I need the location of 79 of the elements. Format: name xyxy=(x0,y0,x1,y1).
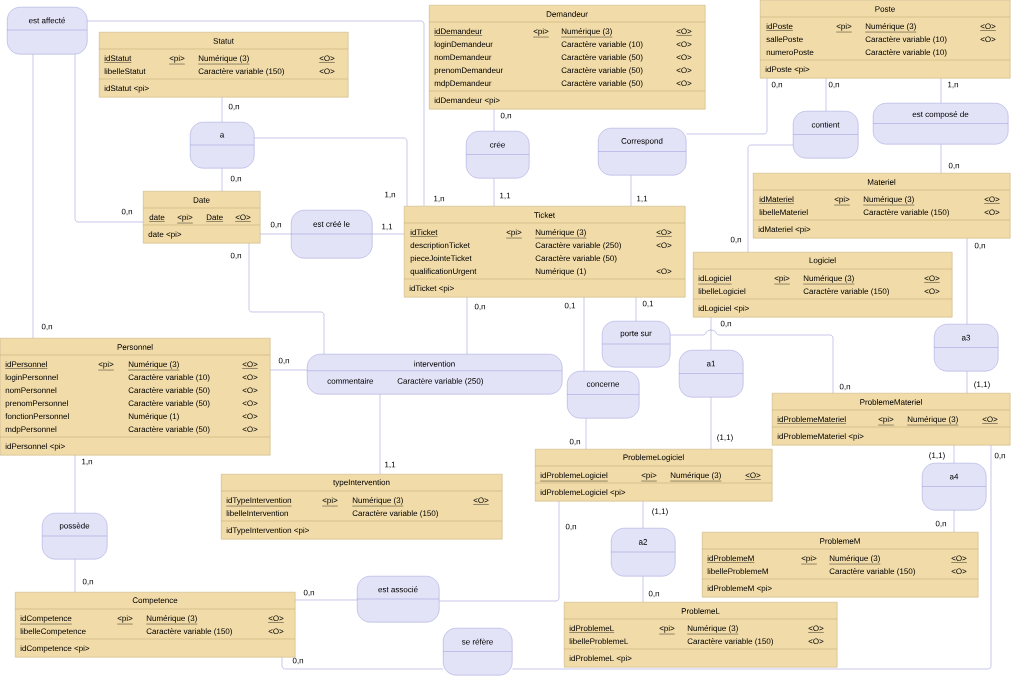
entity-box: Ticket idTicket <pi> Numérique (3) <O> descriptionTicket Caractère variable (250) <O> pieceJointeTicket Caractère variable (50) qualificationUrgent Numérique (1) <O> idTicket <pi> xyxy=(403,206,686,298)
cardinality-label: 0,n xyxy=(228,103,240,111)
cardinality-label: 0,n xyxy=(474,303,486,311)
cardinality-label: 0,1 xyxy=(564,302,576,310)
connector-line xyxy=(747,144,794,253)
cardinality-label: 0,n xyxy=(935,520,947,528)
cardinality-label: 1,n xyxy=(434,195,445,203)
cardinality-label: 0,n xyxy=(41,323,53,331)
cardinality-label: 0,n xyxy=(278,357,290,365)
connector-line xyxy=(670,329,834,394)
cardinality-label: 0,n xyxy=(648,590,660,598)
cardinality-label: 0,n xyxy=(994,452,1006,460)
entity-box: ProblemeM idProblemeM <pi> Numérique (3) <O> libelleProblemeM Caractère variable (150) <O> idProblemeM <pi> xyxy=(701,532,979,598)
association-box: possède xyxy=(41,513,108,560)
cardinality-label: 1,1 xyxy=(382,223,393,231)
entity-box: Competence idCompetence <pi> Numérique (3) <O> libelleCompetence Caractère variable (150) <O> idCompetence <pi> xyxy=(14,592,296,658)
entity-box: Logiciel idLogiciel <pi> Numérique (3) <O> libelleLogiciel Caractère variable (150) <O> idLogiciel <pi> xyxy=(692,252,953,318)
cardinality-label: 1,n xyxy=(948,81,959,89)
entity-box: Materiel idMateriel <pi> Numérique (3) <O> libelleMateriel Caractère variable (150) <O> idMateriel <pi> xyxy=(752,173,1011,239)
association-box: a3 xyxy=(933,324,999,372)
connector-line xyxy=(254,137,408,207)
connector-line xyxy=(74,54,144,223)
connector-line xyxy=(281,657,444,670)
cardinality-label: 1,1 xyxy=(500,192,511,200)
cardinality-label: 0,n xyxy=(121,208,133,216)
connector-line xyxy=(512,445,992,670)
entity-box: Personnel idPersonnel <pi> Numérique (3) <O> loginPersonnel Caractère variable (10) <O> nomPersonnel Caractère variable (50) <O> prenomPersonnel Caractère variable (50) <O> fonctionPersonnel Numérique (1) <O> mdpPersonnel Caractère variable (50) <O> idPersonnel <pi> xyxy=(0,338,271,456)
cardinality-label: 0,n xyxy=(230,252,242,260)
association-box: est affecté xyxy=(6,7,88,55)
entity-box: Demandeur idDemandeur <pi> Numérique (3) <O> loginDemandeur Caractère variable (10) <O> nomDemandeur Caractère variable (50) <O> prenomDemandeur Caractère variable (50) <O> mdpDemandeur Caractère variable (50) <O> idDemandeur <pi> xyxy=(428,5,706,110)
cardinality-label: 1,n xyxy=(82,458,93,466)
cardinality-label: 0,n xyxy=(771,81,783,89)
cardinality-label: 1,1 xyxy=(385,461,396,469)
association-box: se réfère xyxy=(442,628,513,676)
association-box: est créé le xyxy=(290,210,373,259)
association-box: porte sur xyxy=(601,321,671,368)
cardinality-label: 0,n xyxy=(82,578,94,586)
association-box: a2 xyxy=(610,528,676,577)
association-box: a4 xyxy=(921,463,987,511)
cardinality-label: (1,1) xyxy=(974,381,990,389)
association-box: a1 xyxy=(678,350,744,398)
association-box: crée xyxy=(465,131,530,179)
connector-line xyxy=(686,78,768,135)
association-box: a xyxy=(189,122,255,169)
cardinality-label: (1,1) xyxy=(652,508,668,516)
connector-line xyxy=(248,243,325,355)
cardinality-label: 0,n xyxy=(565,523,577,531)
entity-box: Statut idStatut <pi> Numérique (3) <O> libelleStatut Caractère variable (150) <O> idStatut <pi> xyxy=(98,32,349,98)
association-box: est composé de xyxy=(872,103,1009,145)
connector-line xyxy=(87,20,425,207)
cardinality-label: 0,n xyxy=(303,589,315,597)
association-box: concerne xyxy=(566,371,640,419)
cardinality-label: 0,n xyxy=(730,236,742,244)
cardinality-label: 0,n xyxy=(948,162,960,170)
cardinality-label: (1,1) xyxy=(717,434,733,442)
entity-box: typeIntervention idTypeIntervention <pi> Numérique (3) <O> libelleIntervention Caractère variable (150) idTypeIntervention <pi> xyxy=(220,474,503,540)
cardinality-label: 0,n xyxy=(230,175,242,183)
association-box: Correspond xyxy=(597,128,687,176)
cardinality-label: 0,1 xyxy=(642,300,654,308)
entity-box: ProblemeL idProblemeL <pi> Numérique (3) <O> libelleProblemeL Caractère variable (150) <O> idProblemeL <pi> xyxy=(563,602,838,668)
entity-box: ProblemeMateriel idProblemeMateriel <pi> Numérique (3) <O> idProblemeMateriel <pi> xyxy=(771,393,1011,446)
association-box: contient xyxy=(792,111,859,159)
cardinality-label: 0,n xyxy=(292,657,304,665)
cardinality-label: 0,n xyxy=(828,81,840,89)
association-box: est associé xyxy=(356,576,440,623)
cardinality-label: (1,1) xyxy=(929,452,945,460)
cardinality-label: 0,n xyxy=(974,242,986,250)
connector-line xyxy=(439,501,560,602)
cardinality-label: 0,n xyxy=(839,383,851,391)
cardinality-label: 1,n xyxy=(385,191,396,199)
entity-box: Poste idPoste <pi> Numérique (3) <O> sallePoste Caractère variable (10) <O> numeroPoste Caractère variable (10) idPoste <pi> xyxy=(759,0,1011,79)
association-box: intervention commentaire Caractère variable (250) xyxy=(306,354,563,395)
cardinality-label: 0,n xyxy=(720,320,732,328)
entity-box: ProblemeLogiciel idProblemeLogiciel <pi> Numérique (3) <O> idProblemeLogiciel <pi> xyxy=(534,449,773,502)
cardinality-label: 0,n xyxy=(500,112,512,120)
cardinality-label: 1,1 xyxy=(637,195,648,203)
cardinality-label: 0,n xyxy=(569,438,581,446)
cardinality-label: 0,n xyxy=(270,221,282,229)
entity-box: Date date <pi> Date <O> date <pi> xyxy=(142,191,261,244)
